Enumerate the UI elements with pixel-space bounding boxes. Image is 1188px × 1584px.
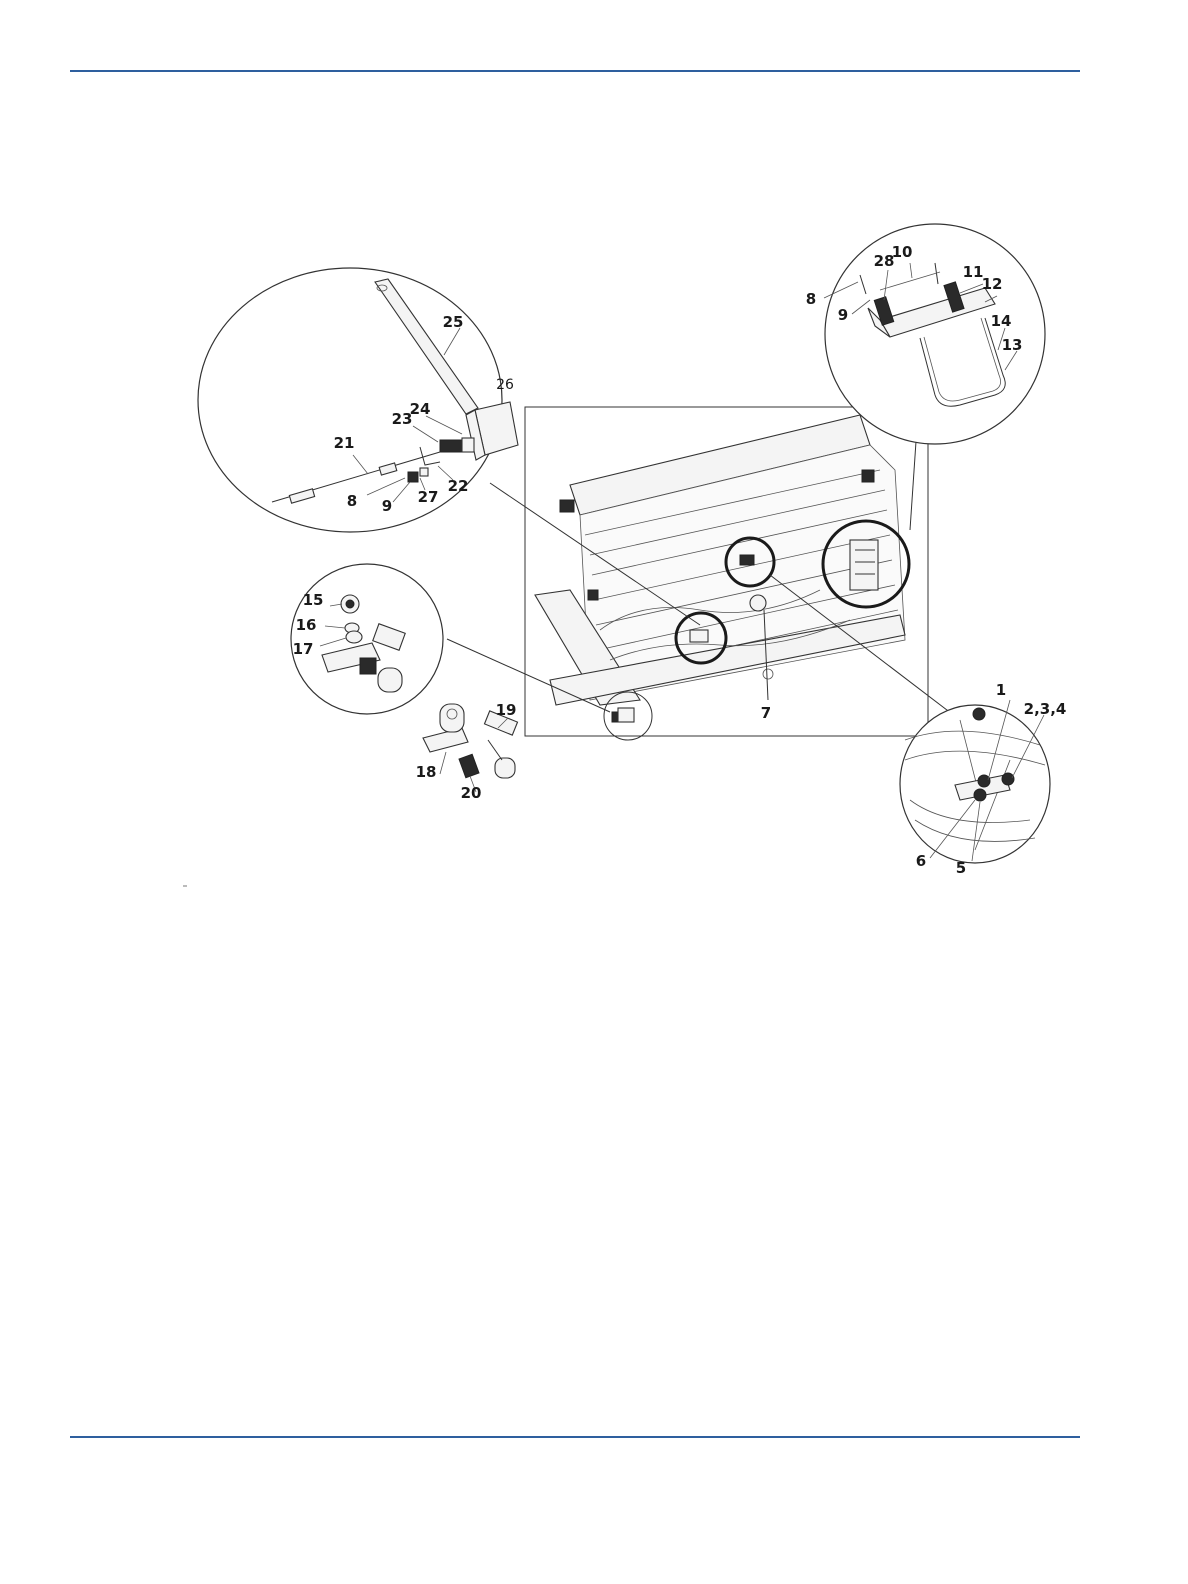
callout-6: 6 bbox=[916, 852, 926, 870]
detail-seat-latch bbox=[824, 224, 1045, 444]
callout-24: 24 bbox=[410, 400, 431, 418]
callout-8-handle: 8 bbox=[347, 492, 357, 510]
detail-pivot-lock bbox=[291, 564, 443, 714]
callout-20: 20 bbox=[461, 784, 482, 802]
callout-16: 16 bbox=[296, 616, 317, 634]
callout-12: 12 bbox=[982, 275, 1003, 293]
callout-11: 11 bbox=[963, 263, 984, 281]
callout-15: 15 bbox=[303, 591, 324, 609]
callout-9-handle: 9 bbox=[382, 497, 392, 515]
callout-2-3-4: 2,3,4 bbox=[1024, 700, 1067, 718]
callout-13: 13 bbox=[1002, 336, 1023, 354]
callout-7: 7 bbox=[761, 704, 771, 722]
callout-5: 5 bbox=[956, 859, 966, 877]
callout-9-latch: 9 bbox=[838, 306, 848, 324]
callout-22: 22 bbox=[448, 477, 469, 495]
callout-1: 1 bbox=[996, 681, 1006, 699]
callout-27: 27 bbox=[418, 488, 439, 506]
detail-mounting-bracket bbox=[900, 700, 1050, 863]
callout-21: 21 bbox=[334, 434, 355, 452]
callout-14: 14 bbox=[991, 312, 1012, 330]
callout-17: 17 bbox=[293, 640, 314, 658]
main-assembly-view bbox=[525, 407, 928, 740]
callout-25: 25 bbox=[443, 313, 464, 331]
callout-8-latch: 8 bbox=[806, 290, 816, 308]
callout-18: 18 bbox=[416, 763, 437, 781]
detail-release-handle bbox=[198, 268, 518, 532]
callout-10: 10 bbox=[892, 243, 913, 261]
callout-28: 28 bbox=[874, 252, 895, 270]
callout-19: 19 bbox=[496, 701, 517, 719]
callout-26: 26 bbox=[496, 377, 514, 393]
